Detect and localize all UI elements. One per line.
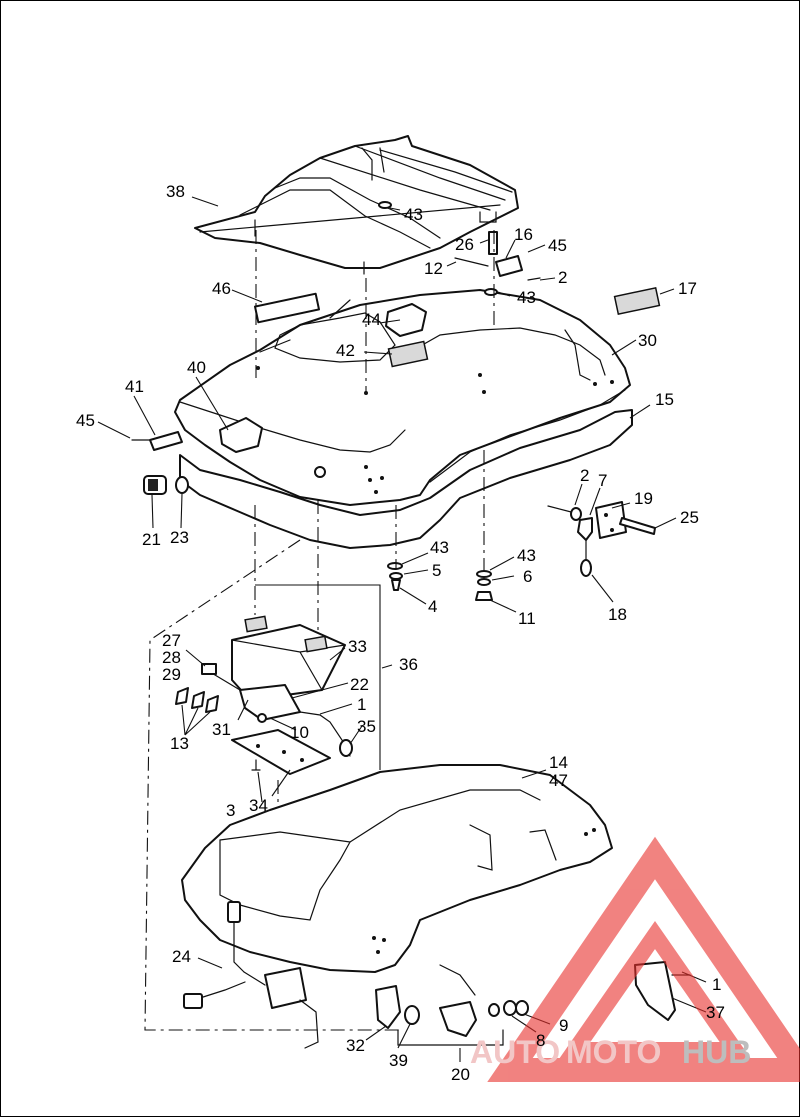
actuator (239, 684, 301, 721)
callout-45: 45 (76, 411, 95, 430)
callout-35: 35 (357, 717, 376, 736)
mounting-plate (231, 729, 331, 775)
watermark-logo (487, 836, 800, 1082)
watermark-text-hub: HUB (682, 1034, 751, 1070)
callout-10: 10 (290, 723, 309, 742)
callout-15: 15 (655, 390, 674, 409)
wiring-harness (183, 901, 319, 1049)
callout-32: 32 (346, 1036, 365, 1055)
callout-46: 46 (212, 279, 231, 298)
pad (387, 340, 429, 368)
watermark-text-moto: MOTO (566, 1034, 661, 1070)
callout-43: 43 (517, 288, 536, 307)
callout-11: 11 (518, 609, 536, 628)
top-case-lid (174, 289, 631, 506)
callout-16: 16 (514, 225, 533, 244)
case-liner (181, 764, 613, 973)
callout-9: 9 (559, 1016, 568, 1035)
callout-20: 20 (451, 1065, 470, 1084)
callout-39: 39 (389, 1051, 408, 1070)
callout-1: 1 (712, 975, 721, 994)
latch-mechanism (375, 964, 529, 1046)
callout-1: 1 (357, 695, 366, 714)
callout-21: 21 (142, 530, 161, 549)
callout-25: 25 (680, 508, 699, 527)
callout-41: 41 (125, 377, 144, 396)
latch-hardware-right (547, 501, 656, 577)
callout-14: 14 (549, 753, 568, 772)
callout-4: 4 (428, 597, 437, 616)
callout-8: 8 (536, 1031, 545, 1050)
callout-13: 13 (170, 734, 189, 753)
callout-19: 19 (634, 489, 653, 508)
callout-7: 7 (598, 471, 607, 490)
callout-34: 34 (249, 796, 268, 815)
callout-45: 45 (548, 236, 567, 255)
callout-2: 2 (558, 268, 567, 287)
callout-43: 43 (430, 538, 449, 557)
latch-cover (634, 961, 676, 1021)
callout-37: 37 (706, 1003, 725, 1022)
decal (613, 286, 661, 316)
callout-47: 47 (549, 771, 568, 790)
callout-44: 44 (362, 310, 381, 329)
hinge (495, 255, 523, 277)
callout-18: 18 (608, 605, 627, 624)
nameplate (254, 292, 320, 324)
callout-26: 26 (455, 235, 474, 254)
callout-43: 43 (404, 205, 423, 224)
callout-33: 33 (348, 637, 367, 656)
callout-38: 38 (166, 182, 185, 201)
callout-3: 3 (226, 801, 235, 820)
spring (488, 231, 498, 255)
callout-24: 24 (172, 947, 191, 966)
callout-42: 42 (336, 341, 355, 360)
latch-bracket (385, 303, 427, 337)
lock-washer (175, 476, 189, 494)
callout-27: 27 (162, 631, 181, 650)
callout-28: 28 (162, 648, 181, 667)
lid-seal (179, 409, 633, 549)
callout-30: 30 (638, 331, 657, 350)
callout-23: 23 (170, 528, 189, 547)
callout-labels: 38 43 26 16 45 12 2 43 17 46 44 42 30 40… (76, 182, 725, 1084)
callout-6: 6 (523, 567, 532, 586)
callout-29: 29 (162, 665, 181, 684)
callout-12: 12 (424, 259, 443, 278)
callout-5: 5 (432, 561, 441, 580)
watermark-text-auto: AUTO (470, 1034, 560, 1070)
callout-31: 31 (212, 720, 231, 739)
callout-22: 22 (350, 675, 369, 694)
callout-43: 43 (517, 546, 536, 565)
callout-36: 36 (399, 655, 418, 674)
latch-handle (219, 417, 263, 453)
luggage-rack (194, 135, 519, 275)
callout-40: 40 (187, 358, 206, 377)
callout-17: 17 (678, 279, 697, 298)
callout-2: 2 (580, 466, 589, 485)
